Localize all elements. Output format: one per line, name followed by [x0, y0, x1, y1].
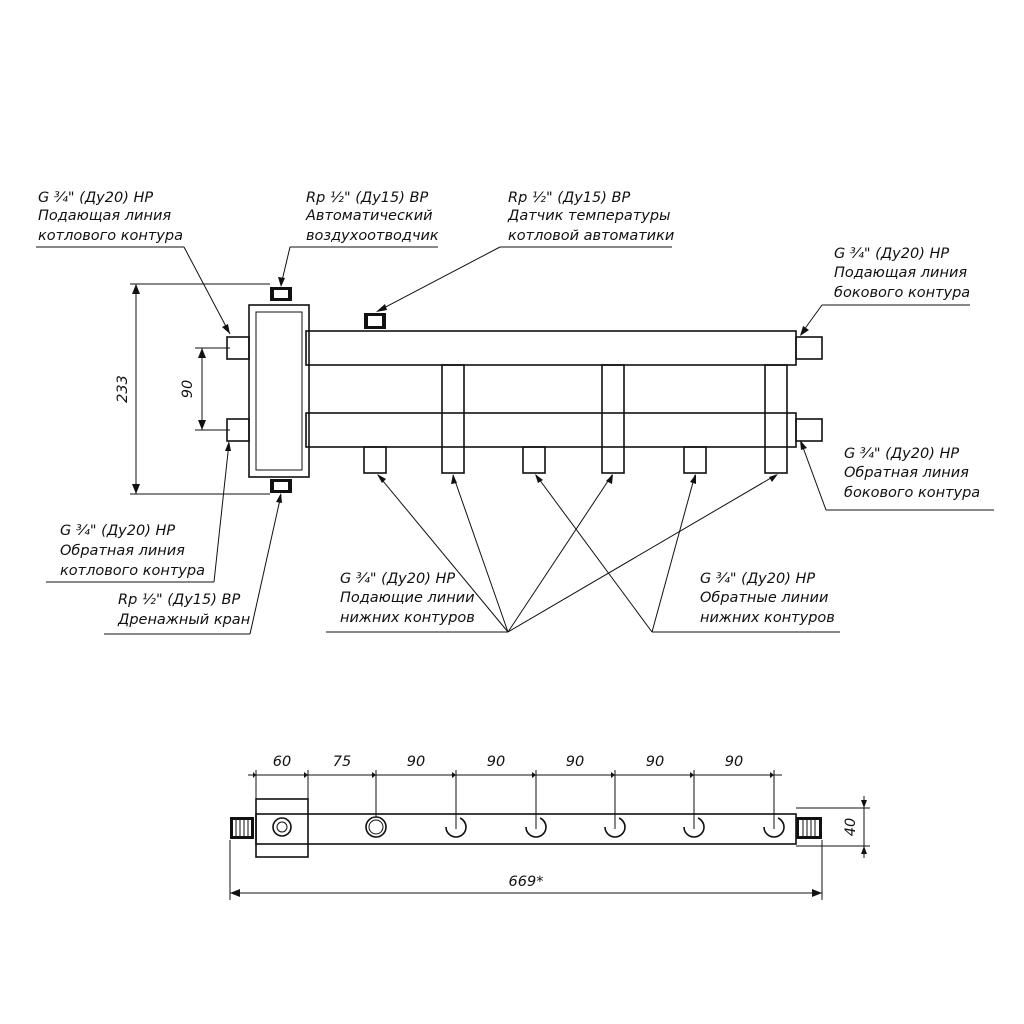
svg-text:нижних контуров: нижних контуров — [340, 610, 475, 626]
dim-seg-5: 90 — [566, 754, 584, 770]
lower-nozzle-1 — [363, 446, 387, 474]
boiler-supply-nozzle — [226, 336, 250, 360]
connector-3 — [764, 364, 788, 474]
svg-text:Обратная линия: Обратная линия — [844, 465, 969, 481]
dim-seg-6: 90 — [646, 754, 664, 770]
top-view-separator — [255, 798, 309, 858]
air-vent-port-core — [274, 290, 288, 298]
svg-text:G ¾" (Ду20) НР: G ¾" (Ду20) НР — [60, 523, 175, 539]
dim-height-233: 233 — [115, 375, 131, 403]
top-dimensions: 60 75 90 90 90 90 90 669* 40 — [229, 754, 870, 900]
connector-2 — [601, 364, 625, 474]
callout-lower-return: G ¾" (Ду20) НР Обратные линии нижних кон… — [535, 474, 840, 633]
temp-sensor-port-core — [368, 316, 382, 326]
dim-depth-40: 40 — [843, 818, 859, 836]
svg-text:Обратная линия: Обратная линия — [60, 543, 185, 559]
svg-text:котлового контура: котлового контура — [38, 228, 183, 244]
svg-text:G ¾" (Ду20) НР: G ¾" (Ду20) НР — [700, 571, 815, 587]
callout-temp-sensor: Rp ½" (Ду15) ВР Датчик температуры котло… — [376, 190, 674, 312]
dim-seg-3: 90 — [407, 754, 425, 770]
callout-air-vent: Rp ½" (Ду15) ВР Автоматический воздухоот… — [278, 190, 439, 287]
lower-nozzle-2 — [522, 446, 546, 474]
dim-seg-7: 90 — [725, 754, 743, 770]
callout-drain: Rp ½" (Ду15) ВР Дренажный кран — [104, 493, 282, 635]
separator-body-inner — [255, 311, 303, 471]
lower-nozzle-3 — [683, 446, 707, 474]
lower-header-pipe — [305, 412, 797, 448]
connector-1 — [441, 364, 465, 474]
dim-seg-1: 60 — [273, 754, 291, 770]
upper-header-pipe — [305, 330, 797, 366]
dim-total-length: 669* — [509, 874, 544, 890]
front-dimensions: 233 90 — [115, 283, 270, 495]
callout-lower-supply: G ¾" (Ду20) НР Подающие линии нижних кон… — [326, 474, 778, 633]
svg-text:G ¾" (Ду20) НР: G ¾" (Ду20) НР — [844, 446, 959, 462]
top-port-separator — [272, 817, 292, 837]
svg-text:котлового контура: котлового контура — [60, 563, 205, 579]
svg-text:Автоматический: Автоматический — [305, 208, 433, 224]
svg-text:котловой автоматики: котловой автоматики — [508, 228, 674, 244]
svg-text:Датчик температуры: Датчик температуры — [507, 208, 671, 224]
side-supply-nozzle — [795, 336, 823, 360]
svg-text:G ¾" (Ду20) НР: G ¾" (Ду20) НР — [340, 571, 455, 587]
callout-side-supply: G ¾" (Ду20) НР Подающая линия бокового к… — [800, 246, 970, 336]
svg-text:Rp ½" (Ду15) ВР: Rp ½" (Ду15) ВР — [118, 592, 240, 608]
callout-side-return: G ¾" (Ду20) НР Обратная линия бокового к… — [800, 440, 994, 511]
svg-text:нижних контуров: нижних контуров — [700, 610, 835, 626]
dim-seg-4: 90 — [487, 754, 505, 770]
dim-spacing-90: 90 — [180, 380, 196, 398]
svg-text:G ¾" (Ду20) НР: G ¾" (Ду20) НР — [834, 246, 949, 262]
drain-port-core — [274, 482, 288, 490]
dim-seg-2: 75 — [333, 754, 351, 770]
svg-text:G ¾" (Ду20) НР: G ¾" (Ду20) НР — [38, 190, 153, 206]
svg-text:бокового контура: бокового контура — [844, 485, 980, 501]
svg-text:Подающая линия: Подающая линия — [834, 265, 967, 281]
svg-text:бокового контура: бокового контура — [834, 285, 970, 301]
svg-text:Rp ½" (Ду15) ВР: Rp ½" (Ду15) ВР — [508, 190, 630, 206]
boiler-return-nozzle — [226, 418, 250, 442]
svg-text:воздухоотводчик: воздухоотводчик — [306, 228, 439, 244]
svg-text:Rp ½" (Ду15) ВР: Rp ½" (Ду15) ВР — [306, 190, 428, 206]
side-return-nozzle — [795, 418, 823, 442]
callout-boiler-supply: G ¾" (Ду20) НР Подающая линия котлового … — [36, 190, 231, 335]
svg-text:Подающие линии: Подающие линии — [340, 590, 475, 606]
svg-text:Обратные линии: Обратные линии — [700, 590, 828, 606]
callout-boiler-return: G ¾" (Ду20) НР Обратная линия котлового … — [46, 441, 231, 583]
top-port-outlets — [445, 815, 785, 838]
top-view — [230, 798, 822, 858]
separator-body-outer — [248, 304, 310, 478]
front-view — [226, 287, 823, 493]
svg-text:Подающая линия: Подающая линия — [38, 208, 171, 224]
svg-text:Дренажный кран: Дренажный кран — [117, 612, 250, 628]
